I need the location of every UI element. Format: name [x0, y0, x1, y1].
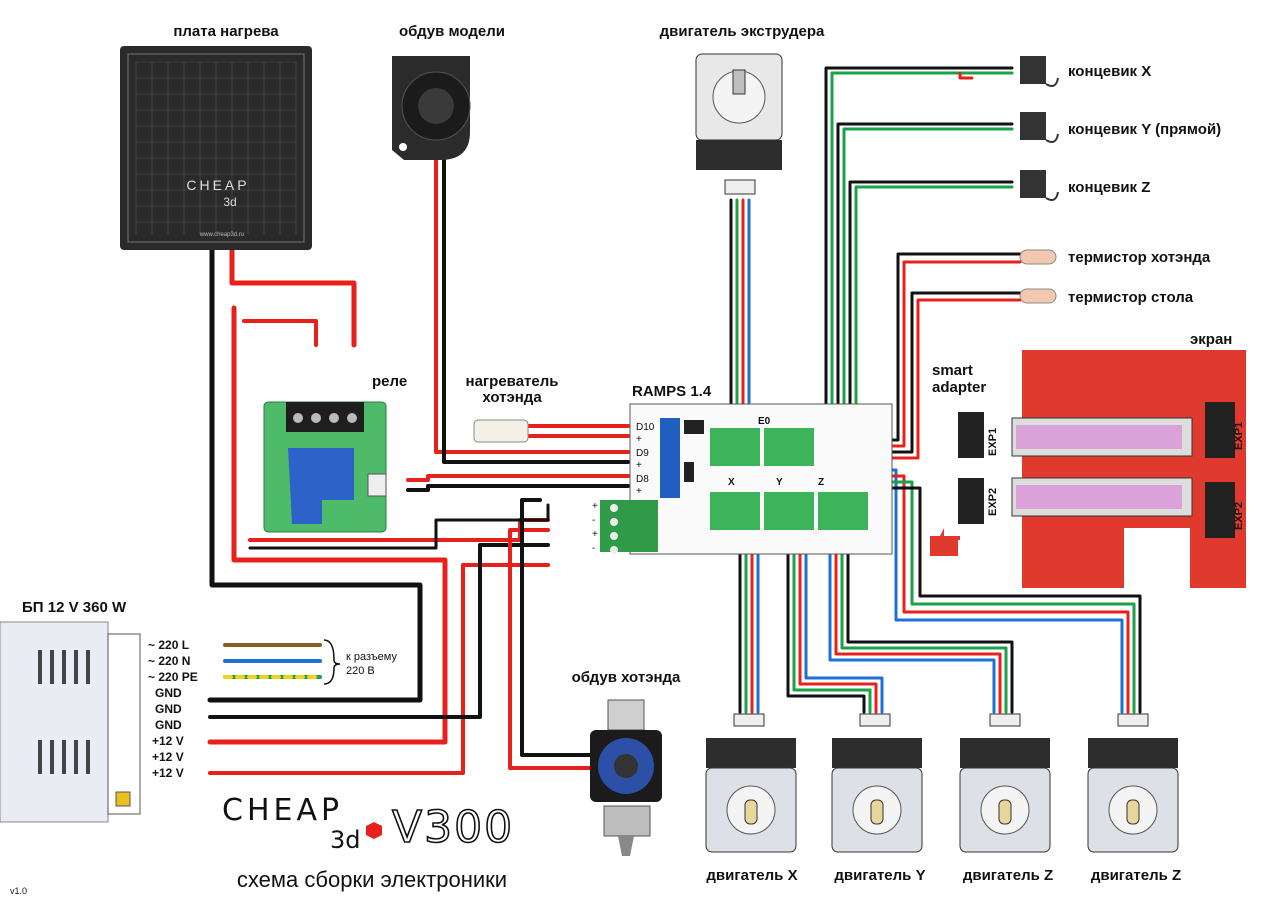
screen-label: экран [1190, 331, 1232, 348]
ramps-pin-d10: D10 [636, 422, 655, 433]
wire-hotendfan-black [520, 498, 592, 757]
wire-relay-red-out [207, 305, 448, 745]
endstops [1020, 56, 1059, 201]
psu-term-7: +12 V [152, 734, 184, 748]
psu-label: БП 12 V 360 W [22, 599, 127, 616]
logo-cheap: CHEAP [222, 793, 343, 828]
wire-psu-red-2 [208, 563, 550, 775]
hotend-heater-label-1: нагреватель [466, 373, 559, 390]
ramps-driver-y: Y [776, 477, 783, 488]
adapter-exp2: EXP2 [987, 488, 999, 516]
relay-label: реле [372, 373, 407, 390]
brand-logo: CHEAP 3d V300 [222, 793, 514, 854]
wire-modelfan-red [434, 158, 630, 454]
smart-adapter-label-2: adapter [932, 379, 986, 396]
caption: схема сборки электроники [237, 867, 507, 892]
heatbed-grid [135, 61, 297, 234]
extruder-motor [695, 53, 783, 195]
ramps-power-pin-4: - [592, 543, 595, 554]
wire-psu-black-2 [208, 543, 550, 719]
adapter-exp1: EXP1 [987, 428, 999, 456]
wire-heatbed-red [229, 247, 357, 348]
psu-term-6: GND [155, 718, 182, 732]
screen-exp2: EXP2 [1233, 502, 1245, 530]
psu-term-5: GND [155, 702, 182, 716]
ramps-board [600, 403, 893, 555]
heatbed: CHEAP 3d www.cheap3d.ru [120, 46, 312, 250]
endstop-y [1020, 112, 1059, 143]
ramps-driver-x: X [728, 477, 735, 488]
wire-heatbed-black [207, 247, 423, 703]
ramps-pin-plus-3: + [636, 486, 642, 497]
wire-psu-black-3 [248, 503, 550, 550]
screen: EXP1 EXP2 [1011, 350, 1246, 588]
wire-relay-red-in [242, 319, 318, 347]
hotend-heater [473, 419, 529, 443]
endstop-x [1020, 56, 1059, 87]
motor-z2 [1087, 713, 1179, 853]
mains-note-1: к разъему [346, 651, 397, 663]
smart-adapter-label-1: smart [932, 362, 973, 379]
endstop-z-label: концевик Z [1068, 179, 1150, 196]
heatbed-url: www.cheap3d.ru [199, 232, 244, 238]
thermistor-bed-label: термистор стола [1068, 289, 1194, 306]
thermistor-hotend-label: термистор хотэнда [1068, 249, 1211, 266]
ramps-pin-d8: D8 [636, 474, 649, 485]
ramps-driver-z: Z [818, 477, 824, 488]
motor-x-label: двигатель X [706, 867, 797, 884]
ramps-power-pin-3: + [592, 529, 598, 540]
ramps-pin-d9: D9 [636, 448, 649, 459]
psu-term-9: +12 V [152, 766, 184, 780]
extruder-motor-label: двигатель экструдера [660, 23, 825, 40]
psu-term-4: GND [155, 686, 182, 700]
endstop-z [1020, 170, 1059, 201]
psu-term-3: ~ 220 PE [148, 670, 198, 684]
hotend-fan-label: обдув хотэнда [572, 669, 681, 686]
model-fan-label: обдув модели [399, 23, 505, 40]
logo-3d: 3d [330, 826, 361, 854]
wire-relay-sig-red [406, 474, 630, 482]
logo-model: V300 [392, 802, 514, 853]
svg-text:3d: 3d [223, 195, 236, 209]
motor-y-label: двигатель Y [834, 867, 925, 884]
logo-hex-icon [366, 822, 382, 839]
ramps-power-pin-2: - [592, 515, 595, 526]
screen-exp1: EXP1 [1233, 422, 1245, 450]
motor-z2-label: двигатель Z [1091, 867, 1181, 884]
wire-modelfan-black [442, 158, 630, 464]
mains-brace [323, 639, 341, 685]
psu-term-1: ~ 220 L [148, 638, 189, 652]
ramps-pin-plus-1: + [636, 434, 642, 445]
heatbed-label: плата нагрева [173, 23, 279, 40]
hotend-heater-label-2: хотэнда [482, 389, 542, 406]
wire-relay-sig-black [406, 484, 630, 492]
psu-term-2: ~ 220 N [148, 654, 190, 668]
ramps-power-pin-1: + [592, 501, 598, 512]
relay [263, 401, 387, 533]
psu-term-8: +12 V [152, 750, 184, 764]
wire-hotendfan-red [508, 528, 592, 770]
motor-x [705, 713, 797, 853]
motor-y [831, 713, 923, 853]
psu-terminal-labels: ~ 220 L ~ 220 N ~ 220 PE GND GND GND +12… [148, 638, 198, 780]
mains-note-2: 220 В [346, 665, 375, 677]
endstop-y-label: концевик Y (прямой) [1068, 121, 1221, 138]
motor-z1-label: двигатель Z [963, 867, 1053, 884]
motor-z1 [959, 713, 1051, 853]
ramps-label: RAMPS 1.4 [632, 383, 712, 400]
ramps-driver-e0: E0 [758, 416, 771, 427]
hotend-fan [590, 699, 662, 856]
wires [207, 66, 1142, 775]
psu [0, 621, 141, 823]
model-fan [392, 56, 471, 160]
ramps-pin-plus-2: + [636, 460, 642, 471]
heatbed-logo: CHEAP [186, 177, 249, 193]
smart-adapter: EXP1 EXP2 [930, 398, 999, 556]
version: v1.0 [10, 886, 27, 896]
thermistors [1019, 249, 1057, 304]
endstop-x-label: концевик X [1068, 63, 1151, 80]
